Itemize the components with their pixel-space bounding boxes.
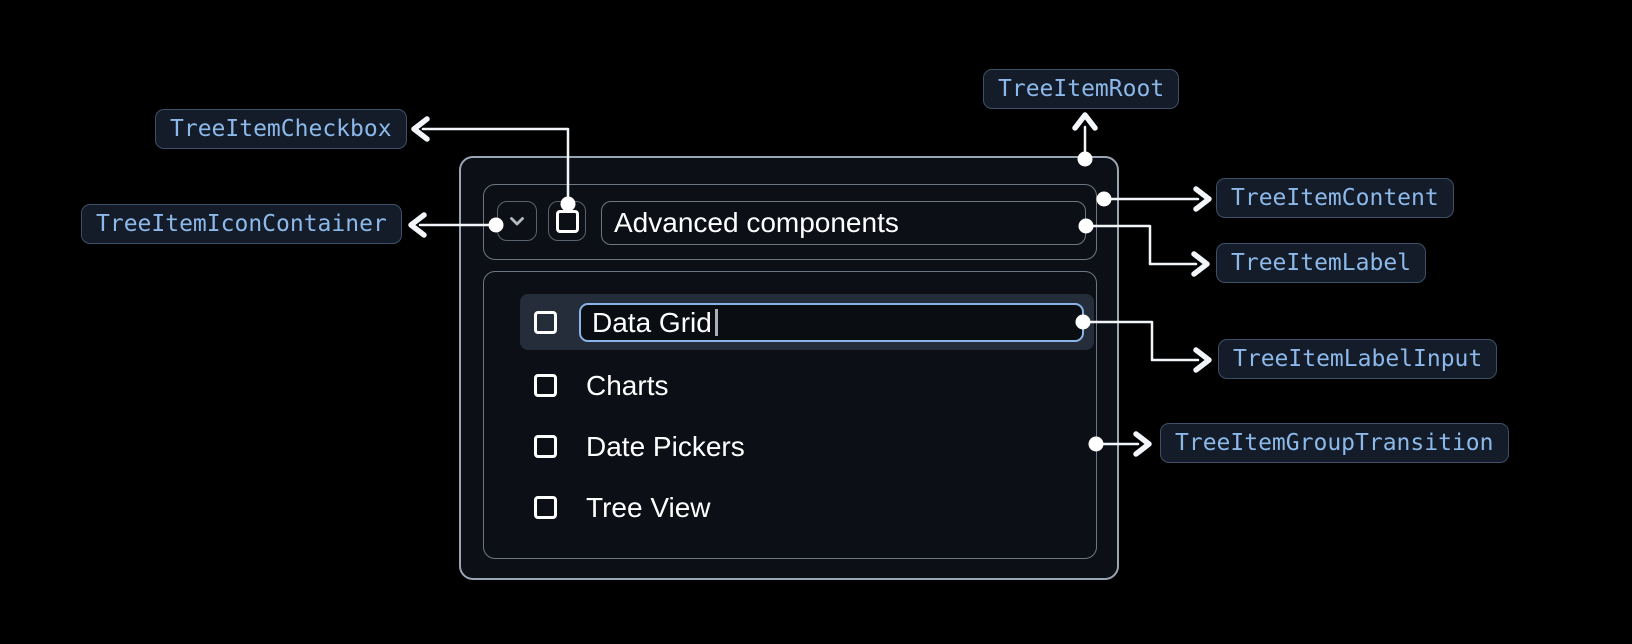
chip-tree-item-checkbox: TreeItemCheckbox [155,109,407,149]
arrowhead-left-icon [408,212,427,238]
arrowhead-up-icon [1072,112,1098,131]
chip-tree-item-label: TreeItemLabel [1216,243,1427,283]
tree-item-content-box[interactable]: Advanced components [483,184,1097,260]
tree-row-label: Charts [586,370,669,401]
parent-item-label: Advanced components [614,207,899,238]
tree-row-charts[interactable]: Charts [484,358,1096,414]
checkbox-unchecked-icon[interactable] [534,374,557,397]
tree-row-date-pickers[interactable]: Date Pickers [484,419,1096,475]
label-input-value: Data Grid [592,306,712,338]
tree-row-label: Tree View [586,492,711,523]
tree-row-tree-view[interactable]: Tree View [484,480,1096,536]
tree-item-group-transition-box: Data Grid Charts Date Pickers Tree View [483,271,1097,559]
tree-item-label: Advanced components [601,201,1086,245]
tree-row-data-grid[interactable]: Data Grid [520,294,1094,350]
arrowhead-right-icon [1193,347,1212,373]
tree-item-checkbox[interactable] [548,201,586,241]
checkbox-unchecked-icon[interactable] [534,496,557,519]
text-cursor [714,309,718,336]
arrowhead-right-icon [1191,251,1210,277]
chevron-down-icon [510,217,524,226]
chip-tree-item-icon-container: TreeItemIconContainer [81,204,402,244]
chip-tree-item-content: TreeItemContent [1216,178,1454,218]
checkbox-unchecked-icon [555,209,579,233]
checkbox-unchecked-icon[interactable] [534,435,557,458]
tree-item-icon-container[interactable] [497,201,537,241]
chip-tree-item-label-input: TreeItemLabelInput [1218,339,1498,379]
chip-tree-item-root: TreeItemRoot [983,69,1180,109]
arrowhead-right-icon [1193,186,1212,212]
chip-tree-item-group-transition: TreeItemGroupTransition [1160,423,1509,463]
tree-row-label: Date Pickers [586,431,745,462]
checkbox-unchecked-icon[interactable] [534,311,557,334]
arrowhead-left-icon [411,116,430,142]
tree-item-root-box: Advanced components Data Grid Charts Dat… [459,156,1119,580]
arrowhead-right-icon [1133,431,1152,457]
tree-item-label-input[interactable]: Data Grid [579,303,1084,342]
